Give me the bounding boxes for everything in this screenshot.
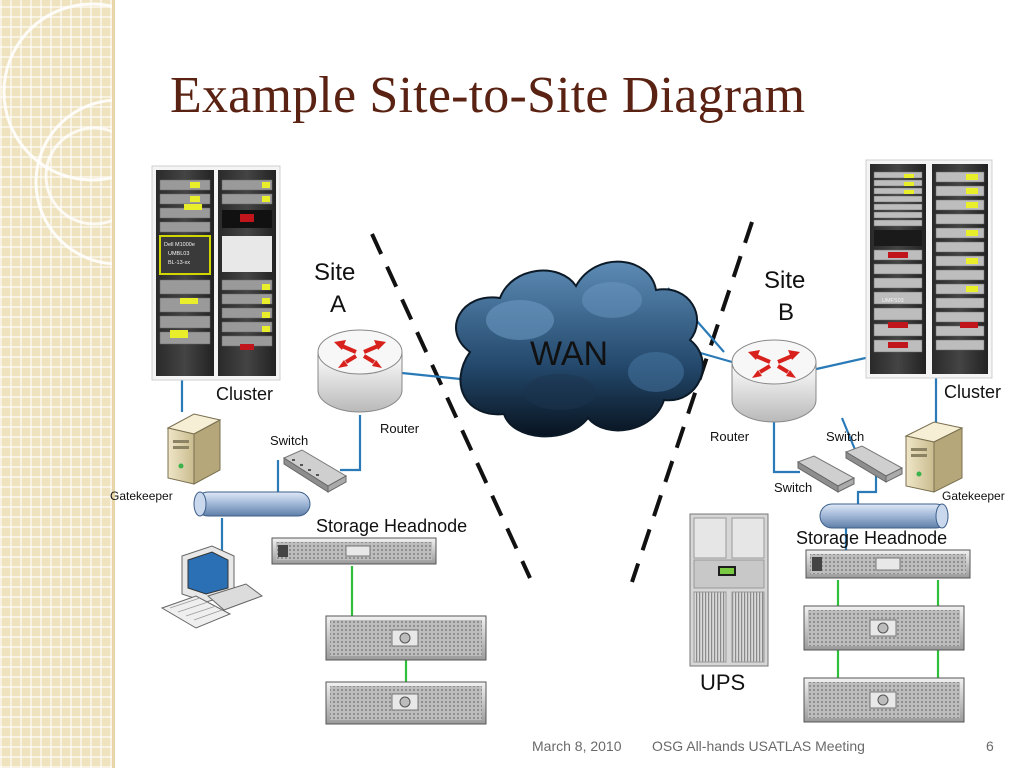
wan-label: WAN — [530, 335, 608, 373]
left-storage-headnode-label: Storage Headnode — [316, 516, 467, 536]
right-switch-bottom-icon — [796, 455, 856, 493]
left-network-pipe — [193, 491, 311, 517]
right-switch-top-label: Switch — [826, 429, 864, 444]
left-storage-headnode-server — [271, 537, 437, 565]
left-rack-tag-2: UMBL03 — [168, 251, 189, 257]
left-cluster-racks: Dell M1000e UMBL03 BL-13-xx — [151, 165, 281, 381]
right-cluster-racks: UMFS03 — [865, 159, 993, 379]
site-a-boundary-line — [370, 233, 532, 579]
wan-cloud: WAN — [455, 260, 704, 438]
site-a-label-line1: Site — [314, 259, 355, 286]
decorative-sidebar — [0, 0, 202, 768]
site-a-label-line2: A — [330, 291, 346, 318]
right-rack-tag: UMFS03 — [882, 298, 904, 304]
ups-label: UPS — [700, 670, 745, 695]
left-rack-tag: Dell M1000e — [164, 242, 195, 248]
left-router-label: Router — [380, 421, 420, 436]
green-links — [350, 566, 940, 682]
right-cluster-label: Cluster — [944, 382, 1001, 402]
footer-page-number: 6 — [986, 738, 994, 754]
left-storage-server-1 — [325, 615, 487, 661]
ups-icon — [689, 513, 769, 667]
site-b-label-line2: B — [778, 299, 794, 326]
site-b-label-line1: Site — [764, 267, 805, 294]
left-gatekeeper-icon — [166, 413, 222, 485]
slide-title: Example Site-to-Site Diagram — [170, 67, 806, 124]
right-storage-headnode-server — [805, 549, 971, 579]
right-router-label: Router — [710, 429, 750, 444]
left-rack-tag-3: BL-13-xx — [168, 260, 190, 266]
left-router-icon — [317, 329, 403, 413]
right-network-pipe — [819, 503, 949, 529]
right-storage-server-1 — [803, 605, 965, 651]
right-gatekeeper-label: Gatekeeper — [942, 489, 1005, 503]
right-router-icon — [731, 339, 817, 423]
left-workstation-icon — [160, 545, 264, 629]
left-gatekeeper-label: Gatekeeper — [110, 489, 173, 503]
left-cluster-label: Cluster — [216, 384, 273, 404]
right-gatekeeper-icon — [904, 421, 964, 493]
left-storage-server-2 — [325, 681, 487, 725]
site-b-boundary-line — [630, 221, 754, 583]
right-storage-headnode-label: Storage Headnode — [796, 528, 947, 548]
right-switch-top-icon — [844, 445, 904, 483]
left-switch-label: Switch — [270, 433, 308, 448]
sidebar-divider — [112, 0, 115, 768]
footer-date: March 8, 2010 — [532, 738, 622, 754]
footer-event-name: OSG All-hands USATLAS Meeting — [652, 738, 865, 754]
right-switch-bottom-label: Switch — [774, 480, 812, 495]
left-switch-icon — [282, 449, 348, 493]
right-storage-server-2 — [803, 677, 965, 723]
